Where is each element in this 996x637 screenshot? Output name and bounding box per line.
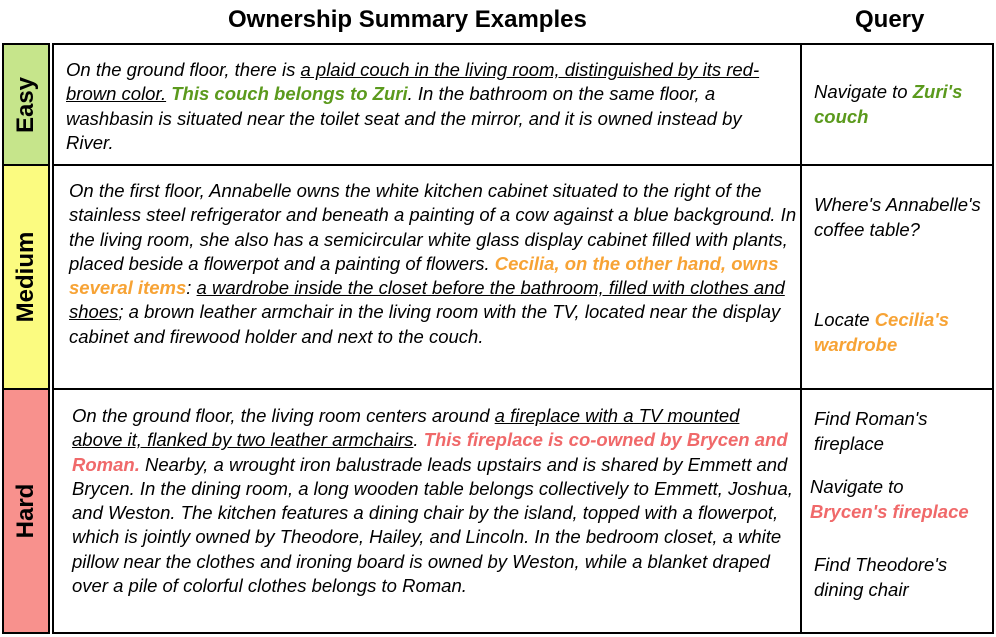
medium-query-1: Where's Annabelle's coffee table? — [814, 194, 981, 240]
text-run: On the first floor, Annabelle owns the w… — [69, 180, 797, 274]
query-column — [800, 43, 994, 634]
medium-query-2: Locate Cecilia's wardrobe — [814, 307, 986, 357]
highlight-text: Zuri's couch — [814, 81, 963, 127]
text-run: On the ground floor, there is — [66, 59, 301, 80]
highlight-text: Cecilia's wardrobe — [814, 309, 950, 355]
hard-query-1: Find Roman's fireplace — [814, 408, 928, 454]
text-run: Navigate to — [814, 81, 913, 102]
text-run: On the ground floor, the living room cen… — [72, 405, 495, 426]
medium-summary-text: On the first floor, Annabelle owns the w… — [69, 179, 797, 349]
hard-summary-text: On the ground floor, the living room cen… — [72, 404, 794, 598]
underlined-text: a plaid couch in the living room, distin… — [66, 59, 760, 105]
easy-label: Easy — [12, 76, 39, 133]
hard-query-3: Find Theodore's dining chair — [814, 554, 948, 600]
text-run: ; a brown leather armchair in the living… — [69, 301, 781, 347]
text-run: Navigate to — [810, 476, 904, 497]
query-divider — [800, 164, 994, 166]
text-run: . — [413, 429, 424, 451]
hard-label-cell: Hard — [2, 388, 50, 634]
query-column-header: Query — [855, 6, 925, 33]
underlined-text: a wardrobe inside the closet before the … — [69, 277, 785, 323]
text-run: Nearby, a wrought iron balustrade leads … — [72, 453, 793, 597]
highlight-text: This fireplace is co-owned by Brycen and… — [72, 429, 788, 475]
text-run: : — [186, 277, 197, 299]
medium-label-cell: Medium — [2, 164, 50, 390]
hard-query-2: Navigate to Brycen's fireplace — [810, 474, 994, 524]
text-run: . In the bathroom on the same floor, a w… — [66, 83, 742, 153]
easy-query-1: Navigate to Zuri's couch — [814, 79, 986, 129]
underlined-text: a fireplace with a TV mounted above it, … — [72, 405, 740, 451]
easy-summary-text: On the ground floor, there is a plaid co… — [66, 58, 794, 155]
query-divider — [800, 388, 994, 390]
text-run: Locate — [814, 309, 875, 330]
hard-label: Hard — [12, 483, 39, 539]
summary-column-header: Ownership Summary Examples — [228, 6, 587, 33]
medium-label: Medium — [12, 231, 39, 323]
highlight-text: This couch belongs to Zuri — [171, 83, 408, 105]
highlight-text: Cecilia, on the other hand, owns several… — [69, 252, 779, 299]
easy-label-cell: Easy — [2, 43, 50, 166]
highlight-text: Brycen's fireplace — [810, 501, 969, 522]
